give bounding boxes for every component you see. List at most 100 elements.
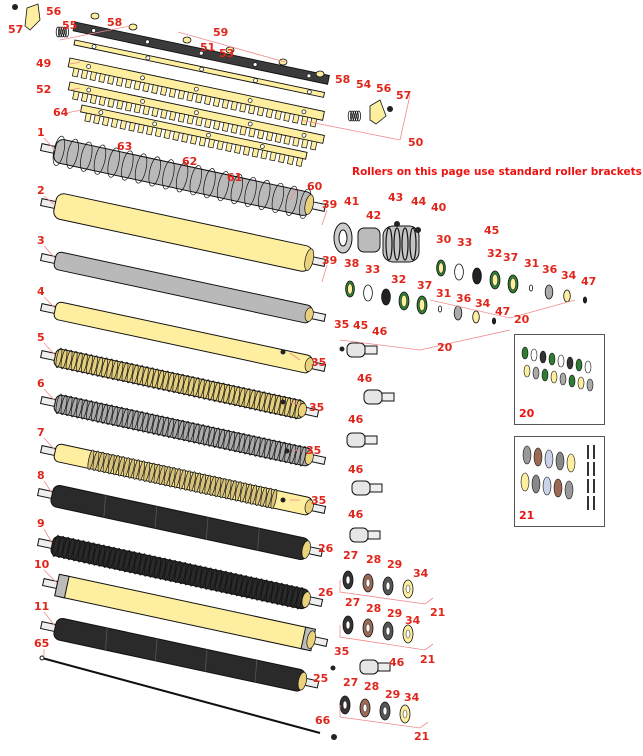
- callout[interactable]: 29: [385, 688, 401, 701]
- callout[interactable]: 38: [344, 257, 360, 270]
- roller-number-8[interactable]: 8: [37, 469, 45, 482]
- callout[interactable]: 54: [356, 78, 372, 91]
- callout[interactable]: 55: [62, 19, 78, 32]
- callout[interactable]: 20: [514, 313, 530, 326]
- callout[interactable]: 56: [46, 5, 62, 18]
- callout[interactable]: 32: [487, 247, 503, 260]
- roller-ring: [143, 461, 151, 482]
- callout[interactable]: 51: [200, 41, 216, 54]
- callout[interactable]: 35: [311, 356, 327, 369]
- callout[interactable]: 28: [366, 553, 382, 566]
- callout[interactable]: 27: [343, 549, 359, 562]
- roller-number-1[interactable]: 1: [37, 126, 45, 139]
- callout[interactable]: 31: [524, 257, 540, 270]
- callout[interactable]: 36: [542, 263, 558, 276]
- callout[interactable]: 59: [213, 26, 229, 39]
- callout[interactable]: 29: [387, 607, 403, 620]
- callout[interactable]: 58: [107, 16, 123, 29]
- roller-number-2[interactable]: 2: [37, 184, 45, 197]
- kit-20-part: [575, 358, 583, 372]
- callout[interactable]: 26: [318, 586, 334, 599]
- callout[interactable]: 26: [318, 542, 334, 555]
- callout[interactable]: 39: [322, 198, 338, 211]
- roller-ring: [154, 556, 162, 579]
- callout[interactable]: 31: [436, 287, 452, 300]
- callout[interactable]: 53: [219, 47, 235, 60]
- callout[interactable]: 44: [411, 195, 427, 208]
- callout[interactable]: 46: [389, 656, 405, 669]
- callout[interactable]: 27: [345, 596, 361, 609]
- callout[interactable]: 45: [353, 319, 369, 332]
- callout[interactable]: 37: [417, 279, 433, 292]
- callout[interactable]: 34: [405, 614, 421, 627]
- inset-kit-21[interactable]: 21: [514, 436, 605, 527]
- callout[interactable]: 66: [315, 714, 331, 727]
- roller-number-3[interactable]: 3: [37, 234, 45, 247]
- callout[interactable]: 64: [53, 106, 69, 119]
- callout[interactable]: 35: [306, 444, 322, 457]
- callout[interactable]: 56: [376, 82, 392, 95]
- callout[interactable]: 46: [357, 372, 373, 385]
- callout[interactable]: 30: [436, 233, 452, 246]
- callout[interactable]: 40: [431, 201, 447, 214]
- callout[interactable]: 21: [414, 730, 430, 743]
- callout[interactable]: 35: [334, 645, 350, 658]
- callout[interactable]: 61: [227, 171, 243, 184]
- callout[interactable]: 45: [484, 224, 500, 237]
- callout[interactable]: 60: [307, 180, 323, 193]
- callout[interactable]: 46: [348, 508, 364, 521]
- callout[interactable]: 63: [117, 140, 133, 153]
- washer-hole: [365, 623, 371, 633]
- callout[interactable]: 57: [396, 89, 412, 102]
- callout[interactable]: 25: [313, 672, 329, 685]
- callout[interactable]: 46: [348, 413, 364, 426]
- callout[interactable]: 35: [309, 401, 325, 414]
- callout[interactable]: 50: [408, 136, 424, 149]
- callout[interactable]: 28: [364, 680, 380, 693]
- callout[interactable]: 52: [36, 83, 52, 96]
- callout[interactable]: 34: [475, 297, 491, 310]
- callout[interactable]: 21: [430, 606, 446, 619]
- callout[interactable]: 49: [36, 57, 52, 70]
- comb-tooth: [119, 120, 127, 130]
- callout[interactable]: 27: [343, 676, 359, 689]
- callout[interactable]: 36: [456, 292, 472, 305]
- callout[interactable]: 57: [8, 23, 24, 36]
- callout[interactable]: 34: [404, 691, 420, 704]
- callout[interactable]: 43: [388, 191, 404, 204]
- roller-number-9[interactable]: 9: [37, 517, 45, 530]
- roller-number-11[interactable]: 11: [34, 600, 50, 613]
- callout[interactable]: 29: [387, 558, 403, 571]
- inset-kit-20[interactable]: 20: [514, 334, 605, 425]
- roller-ring: [204, 567, 212, 590]
- callout[interactable]: 42: [366, 209, 382, 222]
- roller-ring: [92, 450, 100, 471]
- callout[interactable]: 28: [366, 602, 382, 615]
- callout[interactable]: 34: [561, 269, 577, 282]
- callout[interactable]: 35: [334, 318, 350, 331]
- callout[interactable]: 33: [365, 263, 381, 276]
- roller-number-4[interactable]: 4: [37, 285, 45, 298]
- roller-number-7[interactable]: 7: [37, 426, 45, 439]
- callout[interactable]: 20: [437, 341, 453, 354]
- callout[interactable]: 47: [495, 305, 511, 318]
- callout[interactable]: 37: [503, 251, 519, 264]
- callout[interactable]: 41: [344, 195, 360, 208]
- roller-number-65[interactable]: 65: [34, 637, 50, 650]
- roller-number-10[interactable]: 10: [34, 558, 50, 571]
- callout[interactable]: 58: [335, 73, 351, 86]
- callout[interactable]: 46: [348, 463, 364, 476]
- callout[interactable]: 32: [391, 273, 407, 286]
- callout[interactable]: 35: [311, 494, 327, 507]
- roller-ring: [215, 569, 223, 592]
- seal-inner: [401, 294, 407, 308]
- callout[interactable]: 34: [413, 567, 429, 580]
- callout[interactable]: 33: [457, 236, 473, 249]
- callout[interactable]: 21: [420, 653, 436, 666]
- callout[interactable]: 46: [372, 325, 388, 338]
- roller-number-5[interactable]: 5: [37, 331, 45, 344]
- roller-number-6[interactable]: 6: [37, 377, 45, 390]
- callout[interactable]: 39: [322, 254, 338, 267]
- callout[interactable]: 47: [581, 275, 597, 288]
- callout[interactable]: 62: [182, 155, 198, 168]
